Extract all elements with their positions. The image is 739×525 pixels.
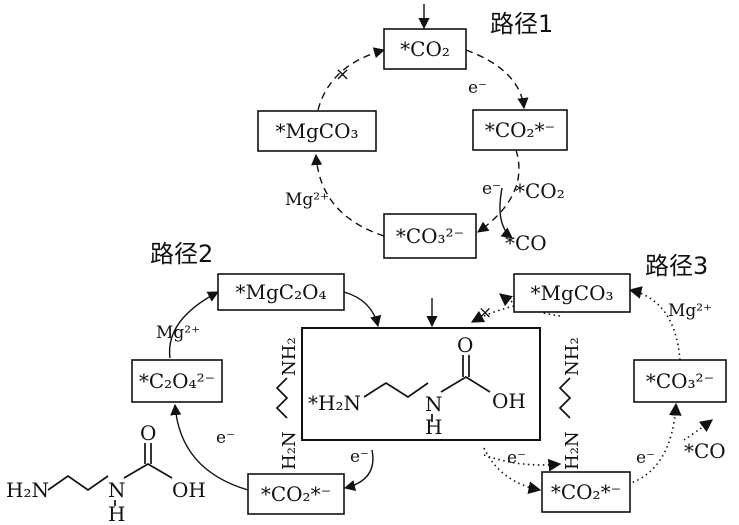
route2-mg-ion: Mg²⁺ bbox=[156, 323, 200, 343]
route3-tether-h2n: H₂N bbox=[562, 431, 583, 470]
route2-arrow-amine-to-anion bbox=[343, 449, 374, 492]
route3-tether-nh2: NH₂ bbox=[562, 337, 583, 376]
free-molecule-n: N bbox=[108, 478, 126, 502]
route1-electron-2: e⁻ bbox=[482, 179, 501, 199]
route1-co-product: *CO bbox=[505, 231, 547, 255]
free-molecule-carboxyl bbox=[123, 463, 173, 479]
route3-co-product: *CO bbox=[684, 439, 726, 463]
free-molecule-o: O bbox=[140, 421, 156, 445]
route1-co2-anion-box bbox=[472, 109, 568, 151]
route3-co-release-arrow bbox=[683, 419, 714, 441]
center-h: H bbox=[425, 415, 442, 439]
center-o: O bbox=[457, 333, 473, 357]
center-ethylene-chain bbox=[363, 381, 429, 399]
route-3-title: 路径3 bbox=[645, 252, 708, 280]
free-molecule-chain bbox=[47, 474, 109, 492]
route1-mg-ion: Mg²⁺ bbox=[285, 190, 329, 210]
route3-block-mark: × bbox=[478, 303, 492, 323]
route3-mgco3-box bbox=[513, 273, 631, 313]
route3-arrow-amine-to-anion bbox=[483, 447, 542, 495]
route1-arrow-mgco3-to-co2 bbox=[317, 47, 386, 111]
route2-tether-h2n: H₂N bbox=[279, 431, 300, 470]
route1-co-release-arrow bbox=[499, 187, 513, 239]
route3-co2-anion-label: *CO₂*⁻ bbox=[551, 480, 621, 504]
route-2-title: 路径2 bbox=[150, 240, 213, 268]
route2-arrow-mgc2o4-to-amine bbox=[343, 291, 382, 328]
route2-electron-right: e⁻ bbox=[350, 447, 369, 467]
route3-co3-label: *CO₃²⁻ bbox=[646, 369, 714, 393]
free-molecule-h: H bbox=[108, 502, 125, 525]
route1-mgco3-box bbox=[257, 110, 377, 152]
route2-mgc2o4-box bbox=[217, 273, 345, 311]
route1-co2-label: *CO₂ bbox=[400, 37, 450, 61]
route3-electron-right: e⁻ bbox=[636, 448, 655, 468]
route1-co3-label: *CO₃²⁻ bbox=[396, 224, 464, 248]
route1-arrow-anion-to-co3 bbox=[477, 149, 520, 233]
route3-arrow-mgco3-to-amine bbox=[470, 305, 515, 323]
route3-co2-anion-box bbox=[541, 471, 631, 513]
route1-electron-1: e⁻ bbox=[468, 78, 487, 98]
route3-electron-left: e⁻ bbox=[507, 448, 526, 468]
route3-mgco3-label: *MgCO₃ bbox=[531, 281, 614, 305]
route2-c2o4-box bbox=[131, 359, 223, 403]
route3-co3-box bbox=[633, 359, 727, 403]
route3-arrow-anion-to-co3 bbox=[627, 402, 682, 485]
route1-co3-box bbox=[383, 213, 477, 259]
route3-tether-chain bbox=[558, 377, 572, 419]
route2-co2-anion-label: *CO₂*⁻ bbox=[261, 482, 331, 506]
route1-free-co2: *CO₂ bbox=[515, 179, 565, 203]
route-1-title: 路径1 bbox=[490, 10, 553, 38]
route2-electron-left: e⁻ bbox=[216, 428, 235, 448]
route1-mgco3-label: *MgCO₃ bbox=[276, 119, 359, 143]
route1-co2-box bbox=[383, 28, 467, 70]
route2-arrow-anion-to-c2o4 bbox=[170, 403, 249, 491]
route2-arrow-c2o4-to-mgc2o4 bbox=[168, 291, 219, 359]
free-molecule-oh: OH bbox=[172, 478, 206, 502]
route2-co2-anion-box bbox=[247, 473, 345, 515]
route3-arrow-co3-to-mgco3 bbox=[628, 286, 681, 361]
center-h2n: *H₂N bbox=[308, 391, 361, 415]
amine-carbamate-box bbox=[301, 327, 541, 441]
center-oh: OH bbox=[492, 389, 526, 413]
route2-tether-nh2: NH₂ bbox=[279, 337, 300, 376]
route2-c2o4-label: *C₂O₄²⁻ bbox=[139, 369, 215, 393]
route2-tether-chain bbox=[275, 377, 289, 419]
center-carboxyl-bonds bbox=[440, 376, 491, 393]
route1-block-mark: × bbox=[335, 64, 350, 85]
route3-mg-ion: Mg²⁺ bbox=[668, 301, 712, 321]
free-molecule-h2n: H₂N bbox=[6, 478, 49, 502]
route1-co2-anion-label: *CO₂*⁻ bbox=[485, 118, 555, 142]
center-n: N bbox=[425, 392, 443, 416]
route2-mgc2o4-label: *MgC₂O₄ bbox=[235, 280, 326, 304]
route1-arrow-co2-to-anion bbox=[465, 49, 529, 110]
route1-arrow-co3-to-mgco3 bbox=[311, 153, 385, 237]
